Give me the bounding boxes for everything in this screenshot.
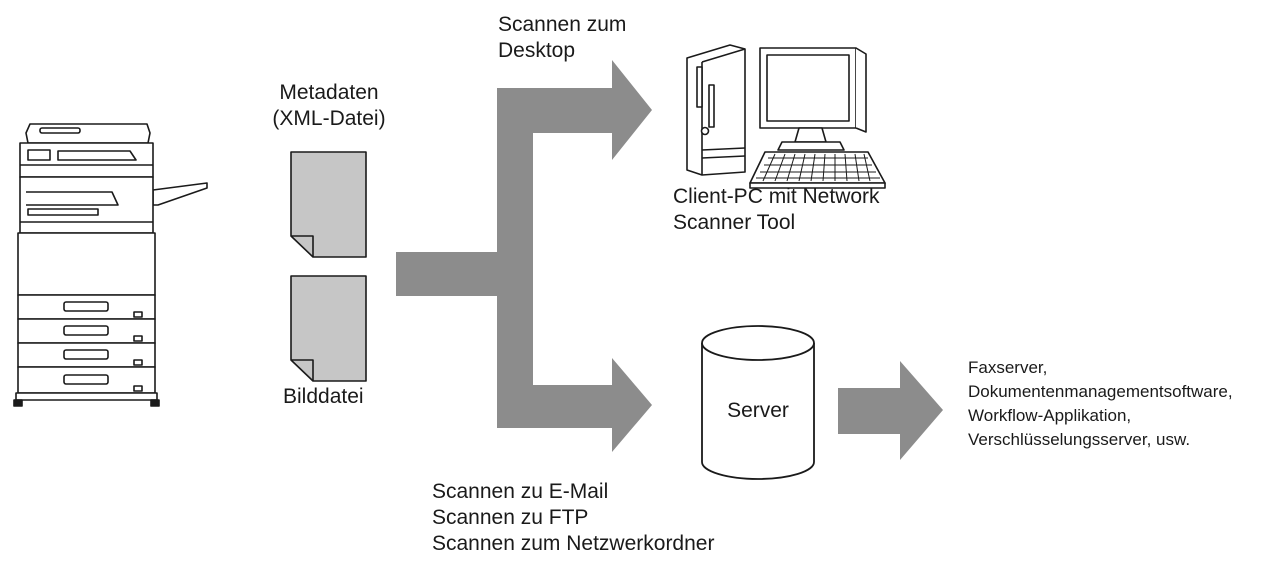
flow-arrows xyxy=(396,60,943,460)
scan-destination-ftp: Scannen zu FTP xyxy=(432,506,589,529)
client-pc-label: Client-PC mit Network Scanner Tool xyxy=(673,184,880,236)
server-to-targets-arrow xyxy=(838,361,943,460)
scan-destination-email: Scannen zu E-Mail xyxy=(432,480,609,503)
image-file-label: Bilddatei xyxy=(283,384,364,410)
image-document-icon xyxy=(290,275,367,382)
multifunction-printer-icon xyxy=(13,123,208,407)
server-label-text: Server xyxy=(727,399,789,422)
metadata-document-icon xyxy=(290,151,367,258)
scan-to-desktop-line-1: Scannen zum xyxy=(498,13,627,36)
scan-destinations-label: Scannen zu E-Mail Scannen zu FTP Scannen… xyxy=(432,479,714,557)
server-target-fax: Faxserver, xyxy=(968,358,1048,377)
scan-to-desktop-label: Scannen zum Desktop xyxy=(498,12,626,64)
client-pc-line-1: Client-PC mit Network xyxy=(673,185,880,208)
server-target-encryption: Verschlüsselungsserver, usw. xyxy=(968,430,1191,449)
metadata-label-line-1: Metadaten xyxy=(279,81,379,104)
metadata-label-line-2: (XML-Datei) xyxy=(272,107,386,130)
scan-to-desktop-line-2: Desktop xyxy=(498,39,576,62)
server-target-dms: Dokumentenmanagementsoftware, xyxy=(968,382,1233,401)
metadata-label: Metadaten (XML-Datei) xyxy=(258,80,400,132)
server-label: Server xyxy=(702,398,814,424)
scan-destination-network-folder: Scannen zum Netzwerkordner xyxy=(432,532,715,555)
database-cylinder-icon xyxy=(701,325,815,480)
client-pc-line-2: Scanner Tool xyxy=(673,211,796,234)
document-page-icon xyxy=(290,151,367,382)
image-file-label-text: Bilddatei xyxy=(283,385,364,408)
server-targets-label: Faxserver, Dokumentenmanagementsoftware,… xyxy=(968,356,1233,452)
server-target-workflow: Workflow-Applikation, xyxy=(968,406,1132,425)
desktop-computer-icon xyxy=(686,44,886,189)
main-branch-arrow xyxy=(396,60,652,452)
